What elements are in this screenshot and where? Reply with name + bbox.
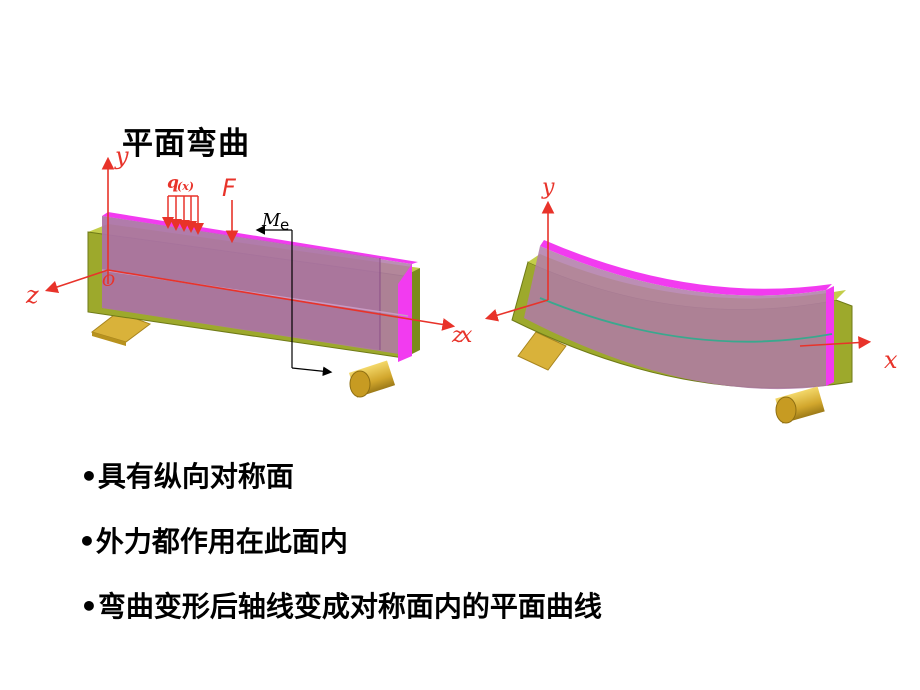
roller-support (348, 360, 396, 398)
distributed-load (162, 195, 204, 235)
y-axis-ext (484, 299, 549, 322)
y-axis-label: y (114, 142, 129, 170)
force-label: F (222, 174, 237, 202)
bullet-longitudinal-symmetry-plane: •具有纵向对称面 (80, 460, 294, 493)
plane-edge (398, 264, 412, 362)
symmetry-plane (524, 246, 826, 390)
x-axis (107, 269, 456, 331)
bullet-deformed-axis: •弯曲变形后轴线变成对称面内的平面曲线 (80, 590, 602, 623)
page-title: 平面弯曲 (122, 126, 250, 162)
moment-couple (255, 225, 333, 377)
moment-label: M (261, 210, 281, 231)
pin-support (517, 331, 567, 371)
z-axis-label: z (25, 281, 39, 309)
x-axis-label: x (884, 346, 898, 374)
load-q-subscript: (x) (177, 180, 194, 193)
pin-support (90, 311, 152, 343)
neutral-axis (539, 297, 833, 343)
straight-beam: y z z x O q (x) F M e (25, 142, 473, 398)
bullet-external-forces: •外力都作用在此面内 (78, 525, 348, 558)
z-axis (44, 269, 109, 294)
bent-beam: y x (484, 175, 898, 424)
moment-subscript: e (280, 216, 289, 234)
x-axis-label: x (460, 323, 473, 348)
origin-label: O (102, 271, 115, 290)
roller-support (775, 386, 825, 424)
x-axis-label-z: z (451, 323, 464, 348)
y-axis-label: y (541, 175, 555, 200)
plane-edge (826, 286, 834, 386)
x-axis (799, 336, 872, 349)
beam-bending-diagram: y z z x O q (x) F M e (25, 142, 898, 424)
load-q-label: q (167, 173, 179, 193)
